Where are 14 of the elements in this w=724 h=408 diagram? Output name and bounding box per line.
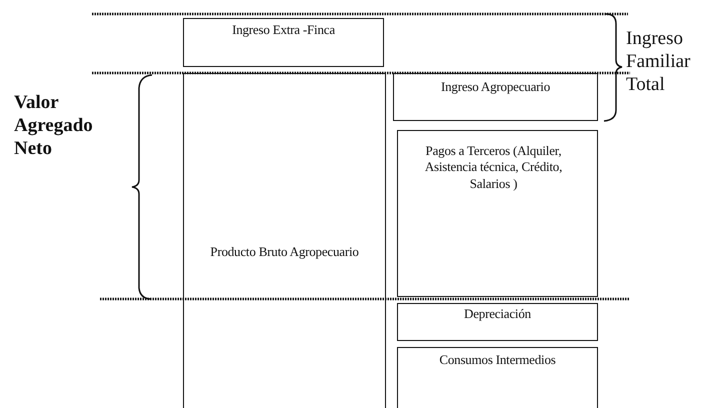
box-label: Ingreso Agropecuario [441,79,550,96]
text-box [397,347,598,408]
box-label: Depreciación [464,306,531,322]
text-box [393,73,598,121]
box-label: Consumos Intermedios [439,352,556,368]
box-label: Producto Bruto Agropecuario [210,244,359,260]
text-box [397,303,598,341]
box-label: Ingreso Extra -Finca [232,22,335,38]
brace-label: Valor Agregado Neto [14,92,94,160]
text-box [183,18,384,67]
text-box [183,73,386,408]
text-box [397,130,598,297]
brace-label: Ingreso Familiar Total [626,28,692,96]
box-label: Pagos a Terceros (Alquiler, Asistencia técnica, Crédito, Salarios ) [424,143,564,192]
